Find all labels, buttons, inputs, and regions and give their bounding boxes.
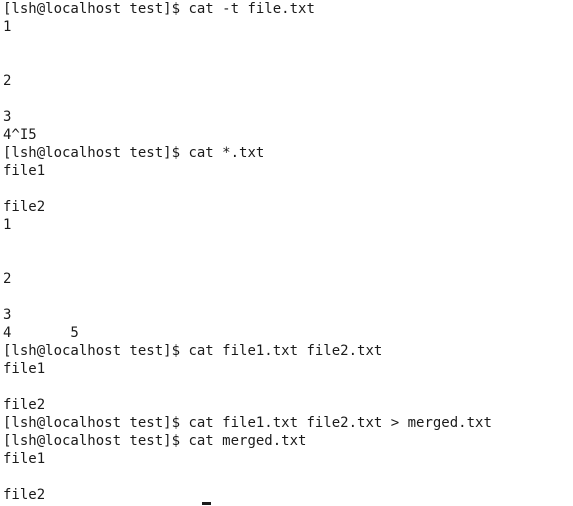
command-line: [lsh@localhost test]$ cat merged.txt (3, 432, 573, 450)
command-text: cat *.txt (188, 145, 265, 161)
output-line (3, 90, 573, 108)
output-line: file1 (3, 451, 46, 467)
output-line: 1 (3, 217, 12, 233)
output-line: file2 (3, 199, 46, 215)
output-line: 1 (3, 19, 12, 35)
command-text: cat file1.txt file2.txt > merged.txt (188, 415, 492, 431)
shell-prompt: [lsh@localhost test]$ (3, 415, 189, 431)
command-line: [lsh@localhost test]$ cat *.txt (3, 144, 573, 162)
output-line (3, 378, 573, 396)
terminal-cursor (202, 502, 211, 505)
command-text: cat file1.txt file2.txt (188, 343, 383, 359)
output-line: file2 (3, 487, 46, 503)
command-text: cat -t file.txt (188, 1, 315, 17)
output-line (3, 54, 573, 72)
output-line (3, 252, 573, 270)
command-line: [lsh@localhost test]$ cat file1.txt file… (3, 414, 573, 432)
output-line: 4 5 (3, 325, 79, 341)
output-line (3, 180, 573, 198)
shell-prompt: [lsh@localhost test]$ (3, 1, 189, 17)
output-line: 2 (3, 73, 12, 89)
output-line: file2 (3, 397, 46, 413)
shell-prompt: [lsh@localhost test]$ (3, 145, 189, 161)
command-line: [lsh@localhost test]$ cat file1.txt file… (3, 342, 573, 360)
output-line (3, 468, 573, 486)
output-line: 2 (3, 271, 12, 287)
command-line: [lsh@localhost test]$ cat -t file.txt (3, 0, 573, 18)
shell-prompt: [lsh@localhost test]$ (3, 433, 189, 449)
output-line: file1 (3, 163, 46, 179)
command-text: cat merged.txt (188, 433, 307, 449)
output-line (3, 234, 573, 252)
output-line: file1 (3, 361, 46, 377)
output-line (3, 288, 573, 306)
output-line: 3 (3, 109, 12, 125)
output-line (3, 36, 573, 54)
shell-prompt: [lsh@localhost test]$ (3, 343, 189, 359)
output-line: 3 (3, 307, 12, 323)
output-line: 4^I5 (3, 127, 37, 143)
